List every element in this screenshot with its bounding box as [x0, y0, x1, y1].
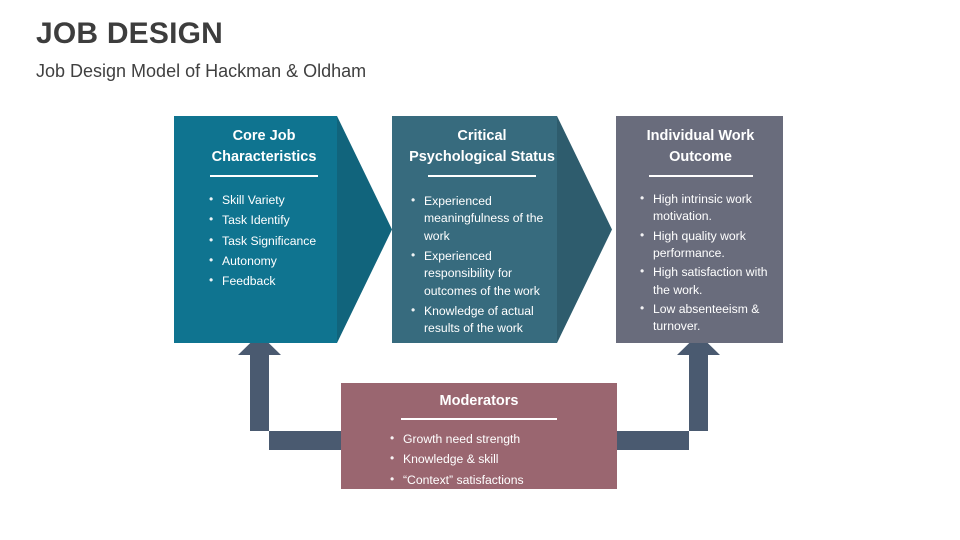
list-item: High satisfaction with the work.: [639, 263, 778, 299]
list-item: Experienced responsibility for outcomes …: [410, 247, 565, 300]
list-item: Experienced meaningfulness of the work: [410, 192, 565, 245]
list-item: Autonomy: [208, 252, 346, 270]
list-item: High quality work performance.: [639, 227, 778, 263]
stage-critical-bullet-list: Experienced meaningfulness of the work E…: [399, 192, 565, 338]
stage-critical-title-rule: [428, 175, 536, 178]
stage-core-title-line2: Characteristics: [211, 149, 317, 166]
stage-critical-psychological-status[interactable]: Critical Psychological Status Experience…: [392, 116, 612, 343]
list-item: Task Identify: [208, 211, 346, 229]
stage-moderators[interactable]: Moderators Growth need strength Knowledg…: [341, 383, 617, 489]
stage-core-title-rule: [210, 175, 318, 178]
stage-outcome-content: Individual Work Outcome High intrinsic w…: [623, 116, 778, 336]
connector-moderators-to-outcome: [617, 334, 720, 450]
stage-outcome-title-rule: [648, 175, 753, 178]
list-item: High intrinsic work motivation.: [639, 190, 778, 226]
stage-critical-title: Critical Psychological Status: [399, 126, 565, 168]
stage-outcome-title: Individual Work Outcome: [623, 126, 778, 168]
stage-moderators-title-rule: [401, 418, 557, 421]
stage-core-bullet-list: Skill Variety Task Identify Task Signifi…: [182, 191, 346, 291]
stage-core-content: Core Job Characteristics Skill Variety T…: [182, 116, 346, 291]
list-item: Skill Variety: [208, 191, 346, 209]
list-item: “Context” satisfactions: [389, 471, 617, 489]
list-item: Knowledge of actual results of the work: [410, 302, 565, 338]
connector-moderators-to-core: [238, 334, 341, 450]
list-item: Growth need strength: [389, 430, 617, 448]
stage-outcome-title-line2: Outcome: [669, 149, 732, 166]
stage-outcome-title-line1: Individual Work: [646, 128, 755, 144]
stage-moderators-content: Moderators Growth need strength Knowledg…: [341, 383, 617, 489]
stage-critical-content: Critical Psychological Status Experience…: [399, 116, 565, 338]
stage-critical-title-line1: Critical: [457, 128, 507, 144]
page-subtitle: Job Design Model of Hackman & Oldham: [36, 61, 367, 81]
list-item: Knowledge & skill: [389, 450, 617, 468]
stage-individual-work-outcome[interactable]: Individual Work Outcome High intrinsic w…: [616, 116, 783, 343]
stage-core-title: Core Job Characteristics: [182, 126, 346, 168]
stage-moderators-title: Moderators: [439, 393, 519, 409]
page-title: JOB DESIGN: [36, 17, 224, 50]
list-item: Feedback: [208, 272, 346, 290]
list-item: Task Significance: [208, 232, 346, 250]
stage-outcome-bullet-list: High intrinsic work motivation. High qua…: [623, 190, 778, 336]
stage-core-title-line1: Core Job: [232, 128, 296, 144]
stage-critical-title-line2: Psychological Status: [409, 149, 555, 166]
list-item: Low absenteeism & turnover.: [639, 300, 778, 336]
stage-moderators-bullet-list: Growth need strength Knowledge & skill “…: [341, 430, 617, 489]
stage-core-job-characteristics[interactable]: Core Job Characteristics Skill Variety T…: [174, 116, 392, 343]
